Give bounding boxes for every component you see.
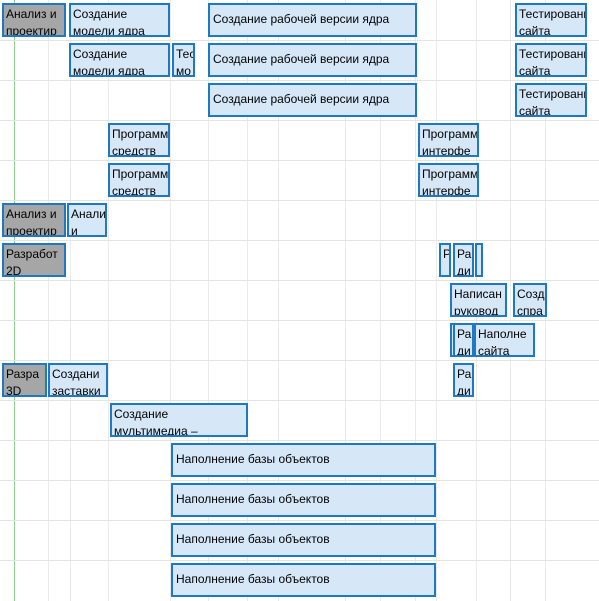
task-bar[interactable]: Создание рабочей версии ядра [208, 83, 417, 117]
task-bar[interactable]: Создание рабочей версии ядра [208, 3, 417, 37]
task-bar[interactable]: Программный интерфе [418, 163, 479, 197]
task-bar[interactable]: Наполнение базы объектов [171, 563, 436, 597]
task-bar[interactable] [475, 243, 483, 277]
task-bar[interactable]: Тест мо [172, 43, 195, 77]
grid-column-line [415, 0, 416, 601]
grid-row-line [0, 400, 599, 401]
grid-column-line [48, 0, 49, 601]
grid-row-line [0, 40, 599, 41]
grid-column-line [380, 0, 381, 601]
task-bar[interactable]: Анализ и [67, 203, 107, 237]
task-bar[interactable]: Наполне сайта [474, 323, 535, 357]
grid-column-line [108, 0, 109, 601]
summary-task-bar[interactable]: Разра 3D [2, 363, 47, 397]
task-bar[interactable]: Наполнение базы объектов [171, 523, 436, 557]
grid-row-line [0, 480, 599, 481]
grid-column-line [345, 0, 346, 601]
task-bar[interactable]: Тестирование сайта [515, 83, 587, 117]
task-bar[interactable]: Ра ди [453, 363, 474, 397]
summary-task-bar[interactable]: Анализ и проектир [2, 203, 66, 237]
grid-column-line [278, 0, 279, 601]
task-bar[interactable]: Наполнение базы объектов [171, 443, 436, 477]
task-bar[interactable]: Тестирование сайта [515, 3, 587, 37]
task-bar[interactable]: Создание мультимедиа – [110, 403, 248, 437]
grid-row-line [0, 520, 599, 521]
task-bar[interactable]: Написан руковод [450, 283, 507, 317]
task-bar[interactable]: Созд спра [513, 283, 547, 317]
grid-row-line [0, 280, 599, 281]
grid-row-line [0, 160, 599, 161]
task-bar[interactable]: Программные средств [108, 123, 170, 157]
task-bar[interactable]: Программные средств [108, 163, 170, 197]
grid-column-line [208, 0, 209, 601]
task-bar[interactable]: Тестирование сайта [515, 43, 587, 77]
summary-task-bar[interactable]: Анализ и проектир [2, 3, 66, 37]
grid-row-line [0, 240, 599, 241]
grid-column-line [70, 0, 71, 601]
grid-row-line [0, 440, 599, 441]
grid-row-line [0, 120, 599, 121]
task-bar[interactable]: Ра ди [453, 243, 474, 277]
grid-column-line [170, 0, 171, 601]
grid-row-line [0, 560, 599, 561]
grid-row-line [0, 320, 599, 321]
task-bar[interactable]: Ра ди [453, 323, 474, 357]
grid-column-line [436, 0, 437, 601]
grid-row-line [0, 80, 599, 81]
grid-row-line [0, 200, 599, 201]
task-bar[interactable]: Наполнение базы объектов [171, 483, 436, 517]
task-bar[interactable]: Создание модели ядра [69, 3, 170, 37]
current-date-line [14, 0, 15, 601]
grid-column-line [510, 0, 511, 601]
task-bar[interactable]: Р [439, 243, 451, 277]
task-bar[interactable]: Создани заставки [48, 363, 108, 397]
grid-column-line [247, 0, 248, 601]
grid-row-line [0, 360, 599, 361]
task-bar[interactable]: Создание модели ядра [69, 43, 170, 77]
summary-task-bar[interactable]: Разработ 2D [2, 243, 66, 277]
task-bar[interactable]: Создание рабочей версии ядра [208, 43, 417, 77]
task-bar[interactable]: Программный интерфе [418, 123, 479, 157]
